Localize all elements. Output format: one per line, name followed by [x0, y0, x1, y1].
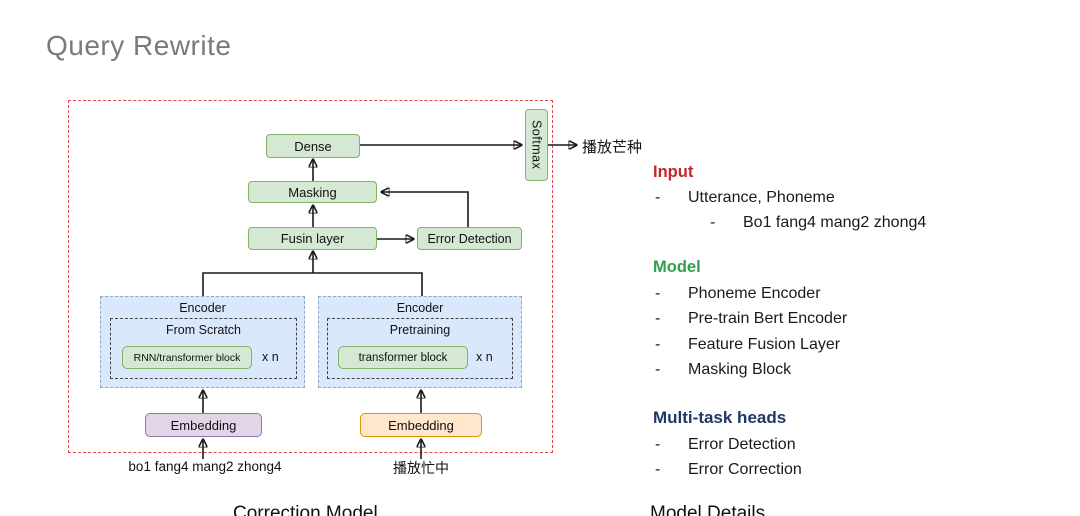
pinyin-input-label: bo1 fang4 mang2 zhong4 [128, 459, 282, 474]
phoneme-encoder-panel [100, 296, 305, 388]
list-item-text: Utterance, Phoneme [688, 189, 835, 206]
rnn-transformer-block-label: RNN/transformer block [133, 351, 241, 364]
error-detection-box: Error Detection [417, 227, 522, 250]
repeat-xn-left: x n [262, 350, 279, 364]
bullet-dash: - [655, 436, 661, 453]
section-heading-multitask: Multi-task heads [653, 408, 787, 427]
section-heading-input: Input [653, 163, 694, 181]
list-item-text: Phoneme Encoder [688, 285, 821, 302]
embedding-right-box: Embedding [360, 413, 482, 437]
embedding-left-box: Embedding [145, 413, 262, 437]
utterance-input-label: 播放忙中 [393, 460, 449, 476]
list-item-text: Feature Fusion Layer [688, 336, 841, 353]
bullet-dash: - [655, 310, 661, 327]
panel-footer-caption: Model Details [650, 503, 766, 516]
list-item: - Bo1 fang4 mang2 zhong4 [710, 214, 926, 232]
list-item: - Phoneme Encoder [655, 285, 821, 303]
model-boundary-frame [68, 100, 553, 453]
list-item-text: Pre-train Bert Encoder [688, 310, 848, 327]
from-scratch-dashed-box [110, 318, 297, 379]
bullet-dash: - [655, 461, 661, 478]
list-item: - Error Detection [655, 436, 796, 454]
page-title: Query Rewrite [46, 30, 232, 61]
bullet-dash: - [655, 336, 661, 353]
list-item: - Utterance, Phoneme [655, 189, 835, 207]
masking-box: Masking [248, 181, 377, 203]
diagram-caption: Correction Model [233, 503, 378, 516]
section-heading-model: Model [653, 258, 701, 276]
rnn-transformer-block: RNN/transformer block [122, 346, 252, 369]
masking-label: Masking [288, 184, 337, 200]
embedding-left-label: Embedding [170, 417, 237, 433]
list-item: - Feature Fusion Layer [655, 336, 840, 354]
softmax-box: Softmax [525, 109, 548, 181]
bert-encoder-panel [318, 296, 522, 388]
list-item: - Error Correction [655, 461, 802, 479]
fusion-layer-box: Fusin layer [248, 227, 377, 250]
list-item-text: Error Correction [688, 461, 802, 478]
bullet-dash: - [710, 214, 716, 231]
list-item: - Pre-train Bert Encoder [655, 310, 847, 328]
pretraining-dashed-box [327, 318, 513, 379]
error-detection-label: Error Detection [427, 231, 512, 246]
softmax-label: Softmax [529, 120, 544, 170]
list-item-text: Bo1 fang4 mang2 zhong4 [743, 214, 927, 231]
bullet-dash: - [655, 285, 661, 302]
output-text-label: 播放芒种 [582, 139, 643, 156]
list-item: - Masking Block [655, 361, 791, 379]
list-item-text: Masking Block [688, 361, 792, 378]
list-item-text: Error Detection [688, 436, 796, 453]
dense-label: Dense [294, 138, 332, 154]
dense-box: Dense [266, 134, 360, 158]
bullet-dash: - [655, 189, 661, 206]
bert-encoder-title: Encoder [396, 301, 444, 315]
from-scratch-label: From Scratch [165, 323, 241, 337]
repeat-xn-right: x n [476, 350, 493, 364]
transformer-block: transformer block [338, 346, 468, 369]
phoneme-encoder-title: Encoder [179, 301, 226, 315]
pretraining-label: Pretraining [389, 323, 451, 337]
transformer-block-label: transformer block [358, 351, 448, 364]
bullet-dash: - [655, 361, 661, 378]
fusion-layer-label: Fusin layer [280, 231, 345, 246]
embedding-right-label: Embedding [388, 417, 454, 433]
